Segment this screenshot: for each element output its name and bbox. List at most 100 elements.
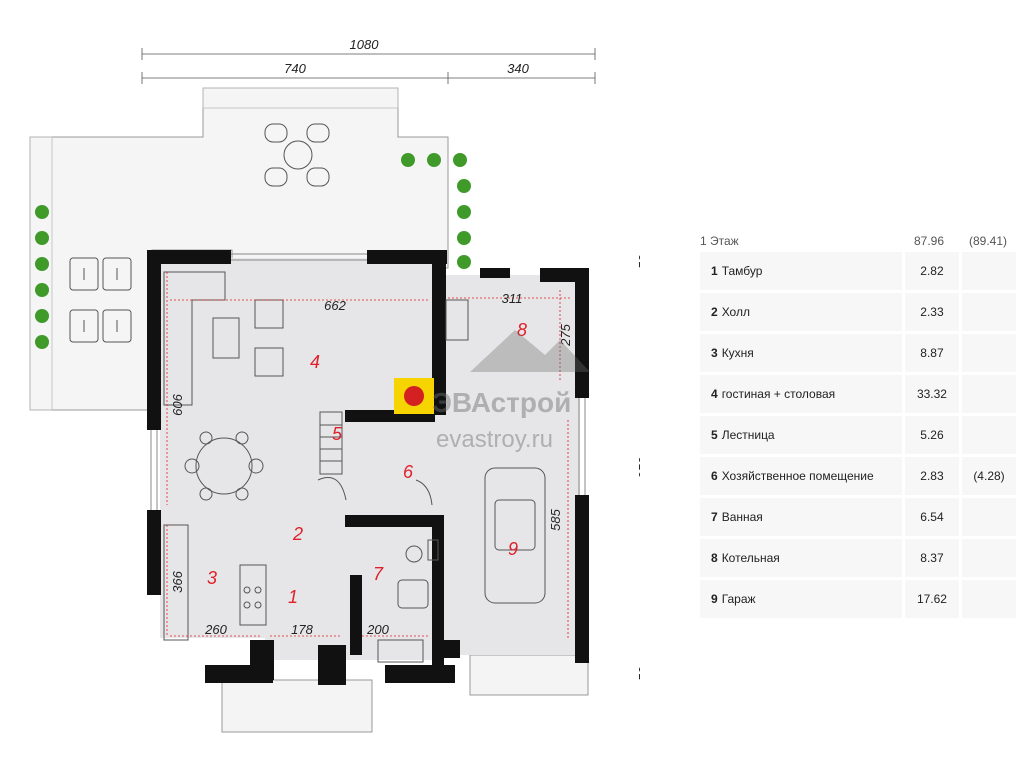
dim-boiler-width: 311 (502, 291, 523, 306)
floor-total-area: 87.96 (913, 234, 945, 248)
table-row: 6 Хозяйственное помещение 2.83 (4.28) (700, 457, 1016, 495)
room-number: 4 (711, 387, 718, 401)
room-area: 33.32 (904, 375, 959, 413)
table-row: 5 Лестница 5.26 (700, 416, 1016, 454)
room-name-cell: 5 Лестница (700, 416, 902, 454)
room-name-cell: 7 Ванная (700, 498, 902, 536)
room-name: Ванная (721, 510, 763, 524)
room-name-cell: 3 Кухня (700, 334, 902, 372)
room-name: Хозяйственное помещение (721, 469, 874, 483)
room-number: 3 (711, 346, 718, 360)
room-name: Холл (721, 305, 750, 319)
watermark: ЭВАстрой evastroy.ru (432, 330, 590, 453)
room-extra-area (961, 580, 1016, 618)
room-label-4: 4 (310, 352, 320, 372)
front-porch (221, 679, 373, 733)
watermark-house-icon (470, 330, 590, 372)
room-label-5: 5 (332, 424, 343, 444)
room-name: Котельная (721, 551, 780, 565)
room-area: 8.87 (904, 334, 959, 372)
room-extra-area (961, 416, 1016, 454)
room-name: гостиная + столовая (721, 387, 836, 401)
dim-garage-depth: 585 (548, 508, 563, 530)
dim-bath-width: 200 (366, 622, 389, 637)
dim-vestibule-width: 178 (291, 622, 313, 637)
plants (35, 153, 471, 349)
room-number: 1 (711, 264, 718, 278)
table-row: 9 Гараж 17.62 (700, 580, 1016, 618)
watermark-brand: ЭВАстрой (432, 387, 571, 418)
room-extra-area (961, 334, 1016, 372)
room-area: 17.62 (904, 580, 959, 618)
dim-boiler-depth: 275 (558, 323, 573, 346)
right-dimensions: 50 950 1050 50 (636, 254, 640, 681)
room-extra-area: (4.28) (961, 457, 1016, 495)
room-label-2: 2 (292, 524, 303, 544)
interior-dimension-lines (166, 272, 572, 640)
table-row: 7 Ванная 6.54 (700, 498, 1016, 536)
table-row: 4 гостиная + столовая 33.32 (700, 375, 1016, 413)
room-label-6: 6 (403, 462, 414, 482)
room-label-1: 1 (288, 587, 298, 607)
room-area: 8.37 (904, 539, 959, 577)
room-area: 6.54 (904, 498, 959, 536)
room-extra-area (961, 293, 1016, 331)
table-row: 8 Котельная 8.37 (700, 539, 1016, 577)
dim-right-part: 340 (507, 61, 529, 76)
top-dimensions: 1080 740 340 (141, 37, 596, 84)
dim-kitchen-height: 366 (170, 570, 185, 592)
room-name: Кухня (721, 346, 754, 360)
floor-plan: 1080 740 340 (29, 37, 640, 733)
room-name-cell: 9 Гараж (700, 580, 902, 618)
room-numbers: 1 2 3 4 5 6 7 8 9 (207, 320, 527, 607)
room-area-table: 1 Этаж 87.96 (89.41) 1 Тамбур 2.82 2 Хол… (700, 230, 1016, 621)
sun-loungers (69, 257, 132, 343)
room-area: 5.26 (904, 416, 959, 454)
floor-label: 1 Этаж (700, 234, 739, 248)
room-extra-area (961, 539, 1016, 577)
dim-left-part: 740 (284, 61, 306, 76)
table-row: 3 Кухня 8.87 (700, 334, 1016, 372)
room-name: Лестница (721, 428, 775, 442)
terrace-table (264, 123, 330, 187)
room-number: 7 (711, 510, 718, 524)
room-number: 6 (711, 469, 718, 483)
room-area: 2.83 (904, 457, 959, 495)
floor (160, 258, 580, 660)
dim-bottom-offset: 50 (636, 666, 640, 681)
table-row: 1 Тамбур 2.82 (700, 252, 1016, 290)
dim-top-offset: 50 (636, 254, 640, 269)
furniture (163, 271, 546, 663)
room-extra-area (961, 375, 1016, 413)
room-label-8: 8 (517, 320, 527, 340)
room-label-7: 7 (373, 564, 384, 584)
room-area: 2.33 (904, 293, 959, 331)
room-name-cell: 2 Холл (700, 293, 902, 331)
windows (150, 253, 586, 510)
dim-living-height: 606 (170, 393, 185, 415)
floor-total-extra: (89.41) (968, 234, 1008, 248)
interior-dimensions: 662 311 275 606 366 260 178 200 585 (170, 291, 573, 637)
room-number: 2 (711, 305, 718, 319)
dim-kitchen-width: 260 (204, 622, 227, 637)
room-extra-area (961, 252, 1016, 290)
room-name-cell: 4 гостиная + столовая (700, 375, 902, 413)
room-number: 5 (711, 428, 718, 442)
room-name: Тамбур (721, 264, 763, 278)
watermark-site: evastroy.ru (436, 426, 553, 453)
room-name-cell: 8 Котельная (700, 539, 902, 577)
room-name-cell: 1 Тамбур (700, 252, 902, 290)
room-area: 2.82 (904, 252, 959, 290)
room-extra-area (961, 498, 1016, 536)
room-label-3: 3 (207, 568, 217, 588)
room-number: 8 (711, 551, 718, 565)
dim-overall-width: 1080 (350, 37, 380, 52)
room-name: Гараж (721, 592, 756, 606)
fireplace-icon (394, 378, 434, 414)
room-name-cell: 6 Хозяйственное помещение (700, 457, 902, 495)
dim-living-width: 662 (324, 298, 346, 313)
table-row: 2 Холл 2.33 (700, 293, 1016, 331)
table-header: 1 Этаж 87.96 (89.41) (700, 230, 1016, 252)
room-label-9: 9 (508, 539, 518, 559)
dim-inner-height: 950 (636, 456, 640, 478)
